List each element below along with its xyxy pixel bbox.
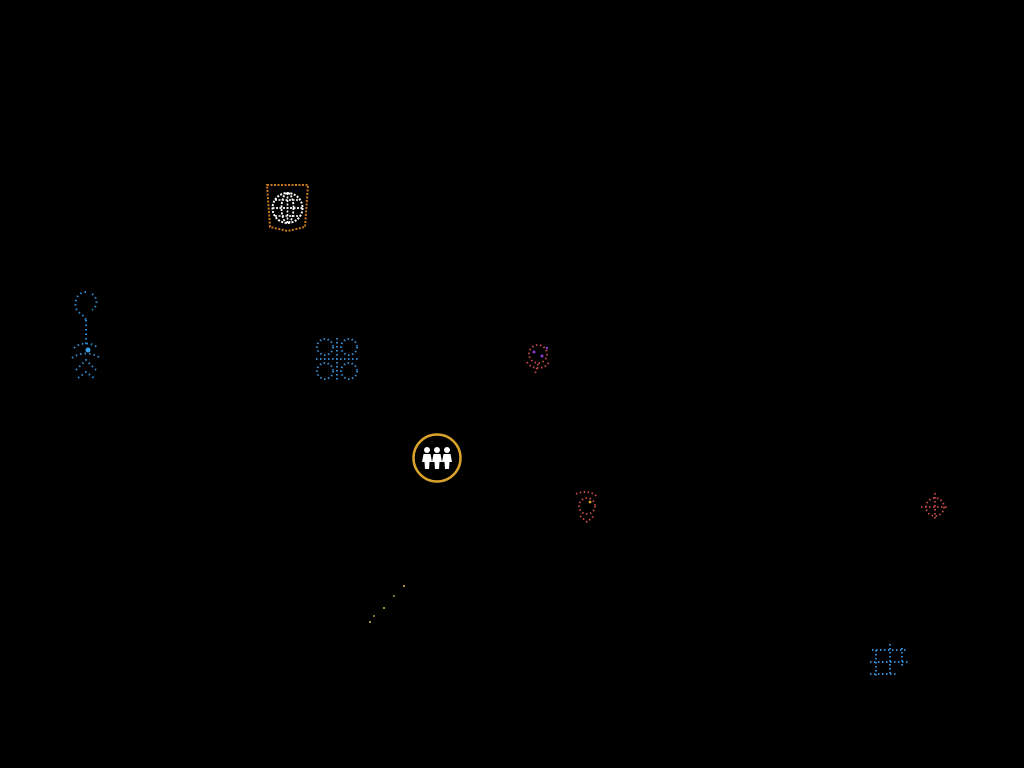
dotted-structure-icon[interactable] [866,638,912,682]
dotted-red-sprite-icon[interactable] [570,488,604,524]
dotted-figure-icon[interactable] [66,288,106,383]
dotted-knot-icon[interactable] [312,335,362,383]
yellow-specks-icon [369,585,405,623]
dotted-red-sprite-icon[interactable] [519,340,557,376]
dotted-red-sprite-icon[interactable] [917,490,953,524]
globe-badge-icon[interactable] [264,183,311,233]
people-medallion-icon[interactable] [411,432,463,484]
